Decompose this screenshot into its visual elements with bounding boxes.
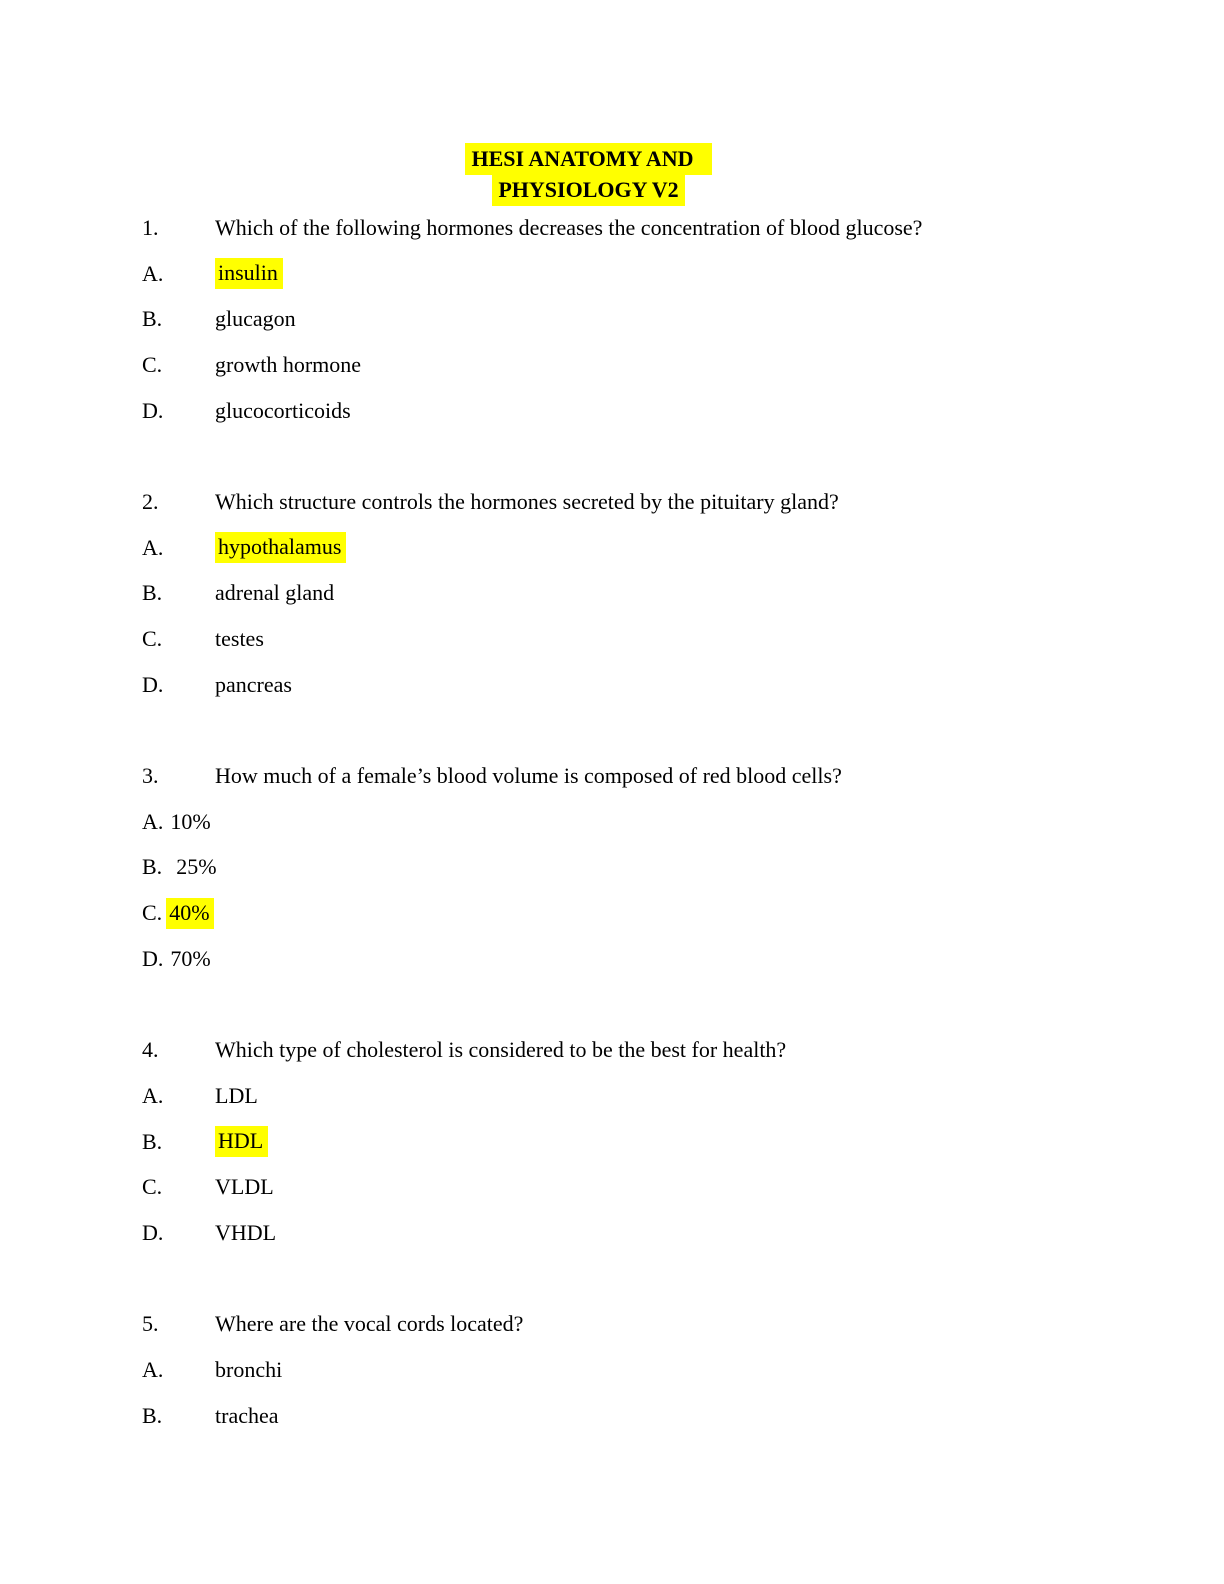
option-line: A. LDL: [0, 1073, 1224, 1119]
option-line: C. VLDL: [0, 1164, 1224, 1210]
option-letter: D.: [142, 671, 164, 697]
option-text: growth hormone: [215, 351, 362, 377]
option-letter: A.: [142, 1082, 164, 1108]
title-line-1: HESI ANATOMY AND: [143, 143, 1034, 175]
option-line: D. 70%: [0, 936, 1224, 982]
option-text: pancreas: [215, 671, 292, 697]
option-text: glucagon: [215, 306, 296, 332]
question-number: 3.: [142, 763, 159, 789]
option-text: LDL: [215, 1082, 258, 1108]
question-number: 1.: [142, 214, 159, 240]
option-line: B. trachea: [0, 1393, 1224, 1439]
option-line: A. insulin: [0, 251, 1224, 297]
question-line: 1. Which of the following hormones decre…: [0, 205, 1224, 251]
option-letter: C.: [142, 351, 163, 377]
question-number: 4.: [142, 1037, 159, 1063]
blank-line: [0, 433, 1224, 479]
option-text: VHDL: [215, 1219, 277, 1245]
blank-line: [0, 708, 1224, 754]
answer-highlight: 40%: [166, 897, 214, 929]
option-line: D. glucocorticoids: [0, 388, 1224, 434]
option-line: C. 40%: [0, 890, 1224, 936]
option-letter: D.: [142, 397, 164, 423]
question-text: Where are the vocal cords located?: [215, 1311, 524, 1337]
option-text: 70%: [170, 945, 211, 971]
option-text: glucocorticoids: [215, 397, 351, 423]
option-letter: D.: [142, 1219, 164, 1245]
option-letter: A.: [142, 808, 164, 834]
page-title: HESI ANATOMY AND PHYSIOLOGY V2: [143, 143, 1034, 206]
option-letter: A.: [142, 534, 164, 560]
option-text: trachea: [215, 1402, 279, 1428]
question-line: 2. Which structure controls the hormones…: [0, 479, 1224, 525]
option-letter: B.: [142, 854, 163, 880]
answer-highlight: insulin: [215, 258, 283, 290]
option-letter: A.: [142, 260, 164, 286]
option-line: A. bronchi: [0, 1347, 1224, 1393]
answer-highlight: HDL: [215, 1126, 269, 1158]
option-letter: B.: [142, 1402, 163, 1428]
option-text: testes: [215, 626, 264, 652]
option-letter: B.: [142, 580, 163, 606]
option-letter: C.: [142, 626, 163, 652]
blank-line: [0, 1256, 1224, 1302]
option-line: B. 25%: [0, 845, 1224, 891]
question-line: 3. How much of a female’s blood volume i…: [0, 753, 1224, 799]
title-highlight: PHYSIOLOGY V2: [492, 174, 685, 206]
question-text: Which of the following hormones decrease…: [215, 214, 923, 240]
option-letter: C.: [142, 1174, 163, 1200]
option-letter: B.: [142, 1128, 163, 1154]
question-number: 2.: [142, 488, 159, 514]
option-letter: A.: [142, 1357, 164, 1383]
option-letter: B.: [142, 306, 163, 332]
question-line: 4. Which type of cholesterol is consider…: [0, 1027, 1224, 1073]
option-text: VLDL: [215, 1174, 274, 1200]
option-line: B. adrenal gland: [0, 571, 1224, 617]
option-text: bronchi: [215, 1357, 283, 1383]
option-letter: C.: [142, 900, 163, 926]
title-highlight: HESI ANATOMY AND: [465, 143, 712, 175]
option-text: adrenal gland: [215, 580, 335, 606]
question-text: Which type of cholesterol is considered …: [215, 1037, 787, 1063]
question-number: 5.: [142, 1311, 159, 1337]
question-text: How much of a female’s blood volume is c…: [215, 763, 842, 789]
option-text: 25%: [176, 854, 217, 880]
question-list: 1. Which of the following hormones decre…: [0, 205, 1224, 1439]
option-line: D. pancreas: [0, 662, 1224, 708]
question-text: Which structure controls the hormones se…: [215, 488, 839, 514]
option-line: D. VHDL: [0, 1210, 1224, 1256]
blank-line: [0, 982, 1224, 1028]
option-line: B. glucagon: [0, 296, 1224, 342]
answer-highlight: hypothalamus: [215, 532, 347, 564]
option-line: C. testes: [0, 616, 1224, 662]
option-letter: D.: [142, 945, 164, 971]
option-line: A. hypothalamus: [0, 525, 1224, 571]
option-text: 10%: [170, 808, 211, 834]
option-line: A. 10%: [0, 799, 1224, 845]
question-line: 5. Where are the vocal cords located?: [0, 1302, 1224, 1348]
option-line: B. HDL: [0, 1119, 1224, 1165]
option-line: C. growth hormone: [0, 342, 1224, 388]
title-line-2: PHYSIOLOGY V2: [143, 174, 1034, 206]
